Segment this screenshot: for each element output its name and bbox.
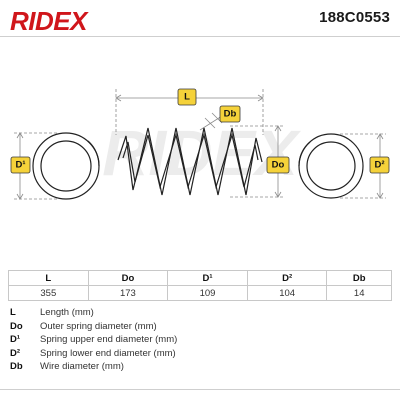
upper-diameter-dimension <box>14 132 58 200</box>
footer-divider <box>0 389 400 390</box>
legend-description: Spring upper end diameter (mm) <box>40 334 178 346</box>
logo-text: RIDEX <box>10 6 89 36</box>
spring-upper-end-icon <box>32 132 100 200</box>
outer-diameter-label: Do <box>266 156 290 174</box>
header-wire-diameter: Db <box>326 270 392 286</box>
lower-diameter-label: D² <box>369 156 390 174</box>
spec-table: L Do D¹ D² Db 355 173 109 104 14 <box>8 270 392 301</box>
legend-key: Db <box>10 361 23 373</box>
value-lower-diameter: 104 <box>246 285 328 301</box>
header-divider <box>0 36 400 37</box>
value-length: 355 <box>8 285 89 301</box>
legend-description: Length (mm) <box>40 307 94 319</box>
length-label-text: L <box>184 92 190 103</box>
upper-diameter-label: D¹ <box>10 156 31 174</box>
length-label: L <box>177 88 197 106</box>
wire-diameter-label: Db <box>219 105 241 123</box>
coil-spring-icon <box>117 127 263 196</box>
part-number: 188C0553 <box>319 9 390 26</box>
legend: L Length (mm) Do Outer spring diameter (… <box>10 306 390 374</box>
legend-item: Do Outer spring diameter (mm) <box>10 320 390 334</box>
header-length: L <box>8 270 89 286</box>
outer-diameter-label-text: Do <box>272 160 285 171</box>
spec-table-value-row: 355 173 109 104 14 <box>8 285 392 301</box>
legend-item: L Length (mm) <box>10 306 390 320</box>
legend-description: Outer spring diameter (mm) <box>40 320 157 332</box>
header-lower-diameter: D² <box>246 270 328 286</box>
legend-key: D¹ <box>10 334 21 346</box>
legend-item: D² Spring lower end diameter (mm) <box>10 347 390 361</box>
ridex-logo: RIDEX <box>10 6 90 36</box>
legend-description: Wire diameter (mm) <box>40 361 124 373</box>
wire-diameter-label-text: Db <box>224 109 237 120</box>
legend-key: D² <box>10 347 21 359</box>
value-wire-diameter: 14 <box>326 285 392 301</box>
lower-diameter-label-text: D² <box>374 160 384 171</box>
value-outer-diameter: 173 <box>87 285 169 301</box>
legend-key: L <box>10 307 16 319</box>
spring-lower-end-icon <box>298 133 364 199</box>
legend-description: Spring lower end diameter (mm) <box>40 347 176 359</box>
value-upper-diameter: 109 <box>167 285 248 301</box>
header-outer-diameter: Do <box>87 270 169 286</box>
upper-diameter-label-text: D¹ <box>15 160 25 171</box>
legend-item: D¹ Spring upper end diameter (mm) <box>10 333 390 347</box>
legend-item: Db Wire diameter (mm) <box>10 360 390 374</box>
spring-diagram: RIDEX L Db D¹ <box>10 88 390 200</box>
legend-key: Do <box>10 320 23 332</box>
spec-table-header-row: L Do D¹ D² Db <box>8 270 392 286</box>
header-upper-diameter: D¹ <box>167 270 248 286</box>
